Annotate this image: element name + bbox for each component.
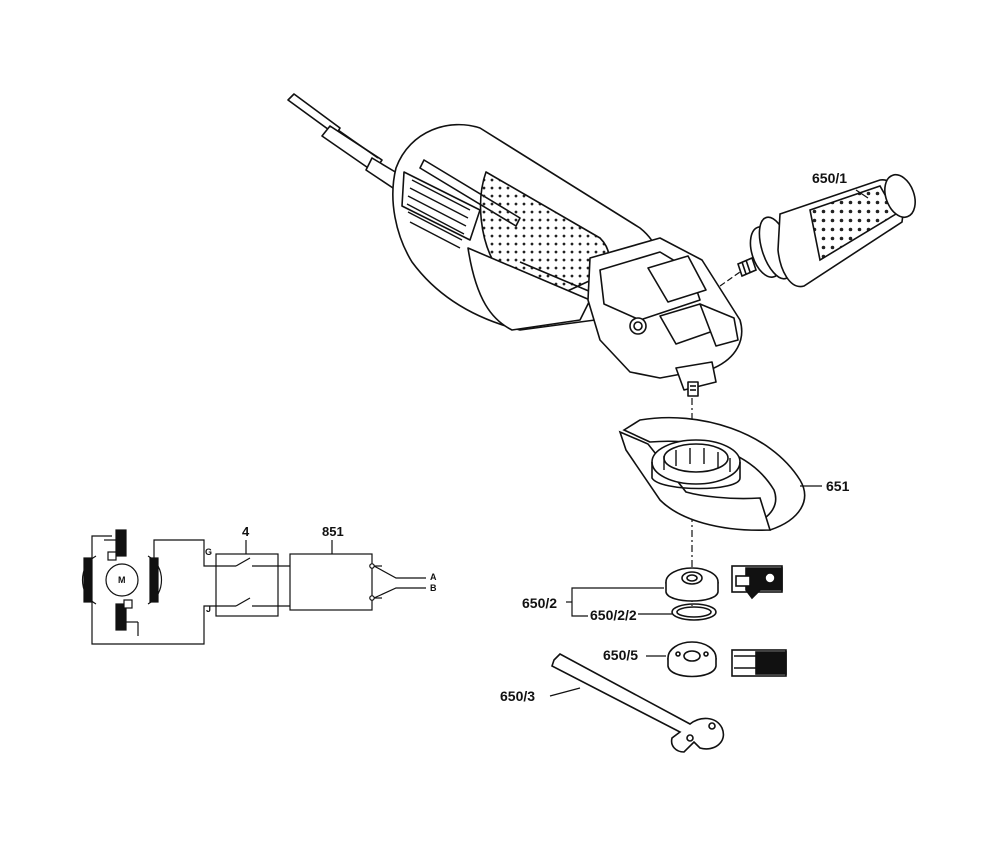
label-line-b: B — [430, 583, 437, 593]
spindle — [675, 361, 717, 391]
label-spanner-wrench: 650/3 — [500, 688, 536, 704]
auxiliary-handle — [737, 173, 916, 288]
power-cord — [287, 93, 341, 136]
clamp-nut — [667, 641, 717, 678]
wiring-schematic — [82, 529, 426, 645]
angle-grinder — [287, 93, 743, 397]
spanner-wrench — [551, 653, 725, 753]
label-flange-assembly: 650/2 — [522, 595, 558, 611]
label-terminal-g: G — [205, 547, 213, 557]
label-switch: 4 — [242, 524, 250, 539]
switch-box — [215, 553, 279, 617]
mounting-flange — [665, 567, 719, 602]
o-ring — [671, 603, 717, 621]
clamp-nut-detail-inset — [731, 649, 787, 677]
label-aux-handle: 650/1 — [812, 170, 848, 186]
label-terminal-j: J — [206, 604, 212, 614]
handle-axis — [719, 271, 741, 287]
leader-lines — [549, 189, 869, 697]
label-motor: M — [118, 575, 126, 585]
vent-slots — [406, 179, 471, 249]
flange-detail-inset — [731, 565, 783, 600]
label-filter: 851 — [322, 524, 344, 539]
label-line-a: A — [430, 572, 437, 582]
label-clamp-nut: 650/5 — [603, 647, 639, 663]
wheel-guard — [618, 416, 806, 532]
motor-symbol — [82, 529, 162, 631]
label-flange-sub: 650/2/2 — [590, 607, 637, 623]
filter-box — [289, 553, 373, 611]
label-guard: 651 — [826, 478, 850, 494]
